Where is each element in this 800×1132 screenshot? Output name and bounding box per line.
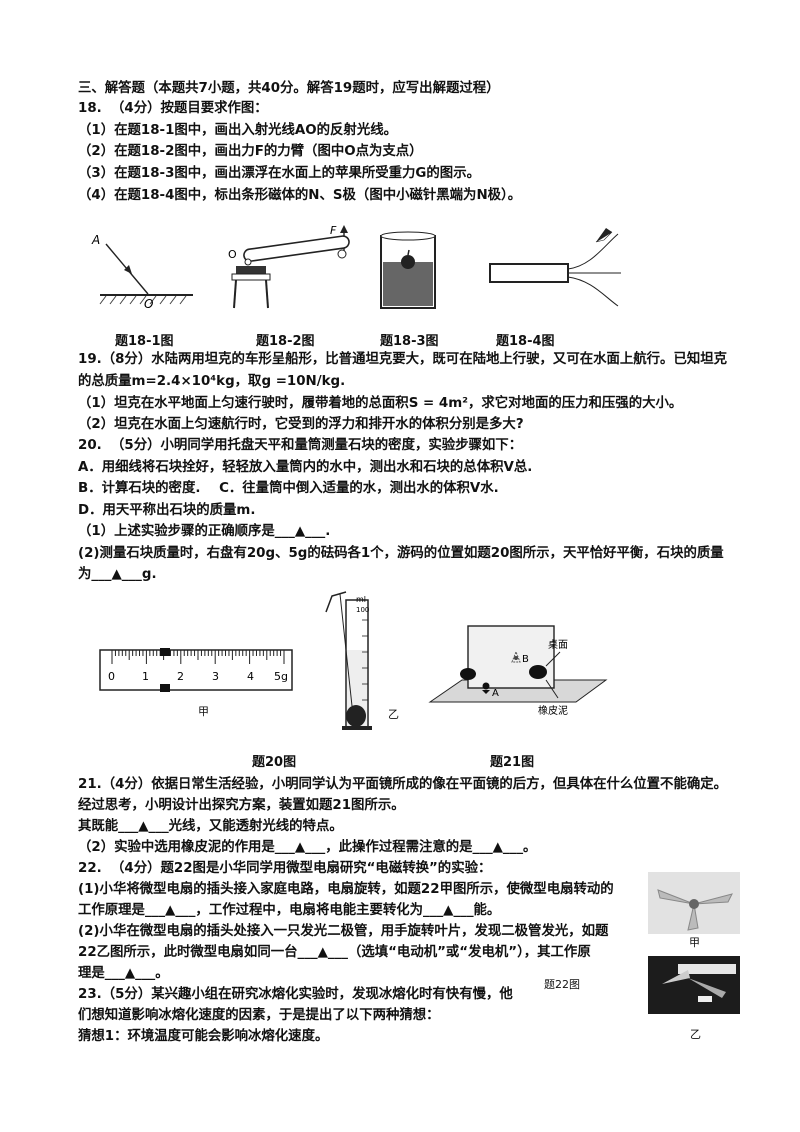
label-B-21: B bbox=[522, 654, 529, 665]
q19-item-2: （2）坦克在水面上匀速航行时，它受到的浮力和排开水的体积分别是多大? bbox=[78, 417, 524, 432]
label-desk: 桌面 bbox=[548, 638, 568, 651]
label-A-21: A bbox=[492, 688, 499, 699]
q20-item-2b: 为___▲___g. bbox=[78, 567, 157, 582]
caption-20: 题20图 bbox=[252, 755, 297, 770]
label-F: F bbox=[330, 224, 337, 237]
label-A: A bbox=[91, 233, 100, 247]
figure-18-1: A O bbox=[91, 233, 193, 310]
figure-18-4 bbox=[489, 228, 621, 307]
q20-step-d: D．用天平称出石块的质量m. bbox=[78, 503, 256, 518]
label-clay: 橡皮泥 bbox=[538, 704, 568, 717]
caption-21: 题21图 bbox=[490, 755, 535, 770]
q20-head: 20. （5分）小明同学用托盘天平和量筒测量石块的密度，实验步骤如下： bbox=[78, 438, 523, 453]
q20-item-2a: (2)测量石块质量时，右盘有20g、5g的砝码各1个，游码的位置如题20图所示，… bbox=[78, 546, 724, 561]
cyl-ml: ml bbox=[356, 595, 366, 604]
label-yi-22: 乙 bbox=[690, 1028, 701, 1041]
figure-21: A B 桌面 橡皮泥 bbox=[428, 625, 608, 717]
q23-line-1: 23.（5分）某兴趣小组在研究冰熔化实验时，发现冰熔化时有快有慢，他 bbox=[78, 987, 513, 1002]
q21-line-3: 其既能___▲___光线，又能透射光线的特点。 bbox=[78, 819, 343, 834]
q22-item-1b: 工作原理是___▲___，工作过程中，电扇将电能主要转化为___▲___能。 bbox=[78, 903, 501, 918]
q22-item-2b: 22乙图所示，此时微型电扇如同一台___▲___（选填“电动机”或“发电机”），… bbox=[78, 945, 591, 960]
caption-18-1: 题18-1图 bbox=[115, 334, 174, 349]
q22-item-2a: (2)小华在微型电扇的插头处接入一只发光二极管，用手旋转叶片，发现二极管发光，如… bbox=[78, 924, 609, 939]
q21-line-1: 21.（4分）依据日常生活经验，小明同学认为平面镜所成的像在平面镜的后方，但具体… bbox=[78, 777, 728, 792]
q18-item-2: （2）在题18-2图中，画出力F的力臂（图中O点为支点） bbox=[78, 144, 423, 159]
figure-20-cylinder: ml 100 bbox=[325, 591, 372, 730]
scale-tick-4: 4 bbox=[247, 670, 254, 683]
caption-18-2: 题18-2图 bbox=[256, 334, 315, 349]
caption-18-4: 题18-4图 bbox=[496, 334, 555, 349]
q18-item-4: （4）在题18-4图中，标出条形磁体的N、S极（图中小磁针黑端为N极）。 bbox=[78, 188, 522, 203]
q22-item-1a: (1)小华将微型电扇的插头接入家庭电路，电扇旋转，如题22甲图所示，使微型电扇转… bbox=[78, 882, 614, 897]
q18-item-3: （3）在题18-3图中，画出漂浮在水面上的苹果所受重力G的图示。 bbox=[78, 166, 480, 181]
caption-22: 题22图 bbox=[544, 978, 580, 991]
scale-tick-0: 0 bbox=[108, 670, 115, 683]
label-O: O bbox=[144, 297, 153, 310]
label-yi-20: 乙 bbox=[388, 708, 399, 721]
q19-item-1: （1）坦克在水平地面上匀速行驶时，履带着地的总面积S = 4m²，求它对地面的压… bbox=[78, 396, 683, 411]
q20-step-a: A．用细线将石块拴好，轻轻放入量筒内的水中，测出水和石块的总体积V总. bbox=[78, 460, 533, 475]
q19-line-1: 19.（8分）水陆两用坦克的车形呈船形，比普通坦克要大，既可在陆地上行驶，又可在… bbox=[78, 352, 728, 367]
figure-22-yi bbox=[648, 956, 740, 1014]
label-O-pivot: O bbox=[228, 248, 237, 261]
q21-line-2: 经过思考，小明设计出探究方案，装置如题21图所示。 bbox=[78, 798, 405, 813]
q20-step-bc: B．计算石块的密度. C．往量筒中倒入适量的水，测出水的体积V水. bbox=[78, 481, 499, 496]
caption-18-3: 题18-3图 bbox=[380, 334, 439, 349]
scale-tick-1: 1 bbox=[142, 670, 149, 683]
scale-tick-5: 5g bbox=[274, 670, 288, 683]
q22-head: 22. （4分）题22图是小华同学用微型电扇研究“电磁转换”的实验： bbox=[78, 861, 492, 876]
q20-item-1: （1）上述实验步骤的正确顺序是___▲___. bbox=[78, 524, 331, 539]
figure-20-scale: 0 1 2 3 4 5g bbox=[99, 648, 293, 692]
cyl-100: 100 bbox=[356, 606, 369, 614]
label-jia-20: 甲 bbox=[198, 705, 209, 718]
scale-tick-3: 3 bbox=[212, 670, 219, 683]
q19-line-2: 的总质量m=2.4×10⁴kg，取g =10N/kg. bbox=[78, 374, 346, 389]
q22-item-2c: 理是___▲___。 bbox=[78, 966, 169, 981]
label-jia-22: 甲 bbox=[689, 936, 700, 949]
q18-head: 18. （4分）按题目要求作图： bbox=[78, 101, 268, 116]
scale-tick-2: 2 bbox=[177, 670, 184, 683]
q23-line-2: 们想知道影响冰熔化速度的因素，于是提出了以下两种猜想： bbox=[78, 1008, 440, 1023]
q23-guess-1: 猜想1：环境温度可能会影响冰熔化速度。 bbox=[78, 1029, 329, 1044]
q18-item-1: （1）在题18-1图中，画出入射光线AO的反射光线。 bbox=[78, 123, 397, 138]
figure-18-2: F O bbox=[228, 224, 350, 309]
section-title: 三、解答题（本题共7小题，共40分。解答19题时，应写出解题过程） bbox=[78, 81, 500, 96]
figure-22-jia bbox=[648, 872, 740, 934]
q21-item-2: （2）实验中选用橡皮泥的作用是___▲___，此操作过程需注意的是___▲___… bbox=[78, 840, 537, 855]
figure-18-3 bbox=[380, 231, 436, 309]
